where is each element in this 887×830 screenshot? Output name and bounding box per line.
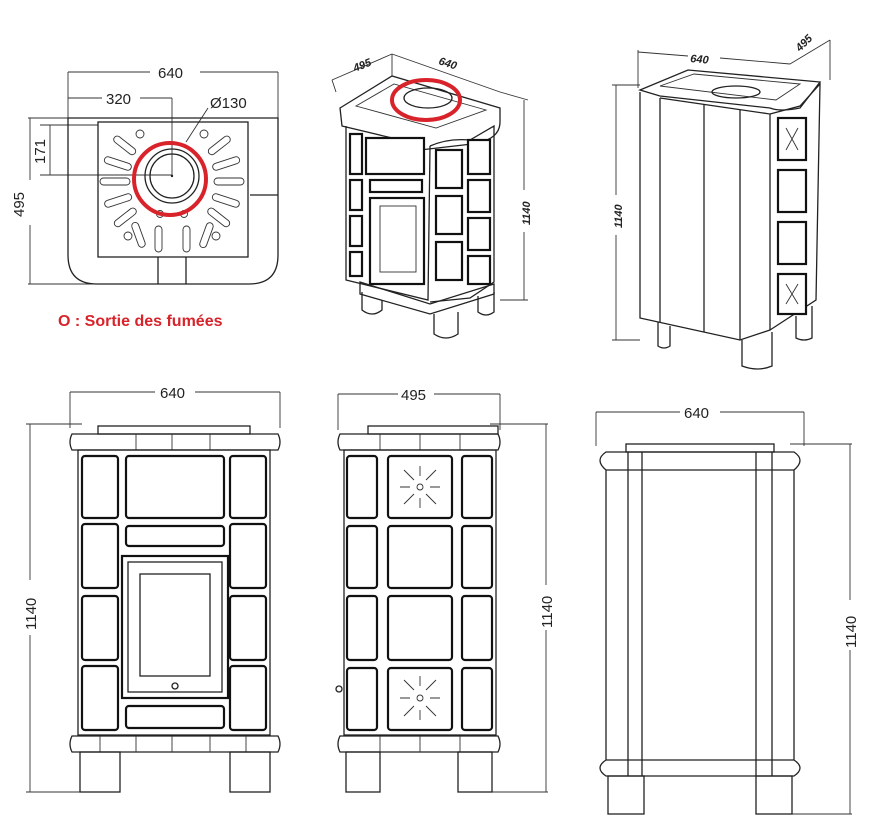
front-width-label: 640 [160,385,185,402]
side-height-label: 1140 [539,596,556,628]
front-view: 640 1140 [23,385,281,793]
front-height-label: 1140 [23,598,40,630]
iso-side-view: 640 495 1140 [612,32,831,370]
flue-highlight-top [132,141,208,217]
side-grille-bottom [400,676,440,720]
top-view: 640 320 Ø130 495 171 [11,65,279,285]
iso-front-depth-label: 495 [351,56,374,75]
rear-height-label: 1140 [843,616,860,648]
side-grille-top [400,466,440,508]
iso-side-depth-label: 495 [793,32,816,55]
top-depth-label: 495 [11,192,28,217]
flue-highlight-iso [390,78,462,122]
iso-side-height-label: 1140 [613,203,625,228]
side-depth-label: 495 [401,387,426,404]
flue-diameter-label: Ø130 [210,95,247,112]
iso-front-height-label: 1140 [521,200,533,225]
top-offset-y-label: 171 [32,139,49,164]
top-width-label: 640 [158,65,183,82]
flue-outlet-legend: O : Sortie des fumées [58,313,223,330]
rear-view: 640 1140 [595,405,860,815]
top-offset-x-label: 320 [106,91,131,108]
iso-front-view: 495 640 1140 [331,53,533,339]
top-grille [99,129,245,253]
side-view: 495 1140 [335,387,556,793]
iso-front-width-label: 640 [437,55,459,72]
rear-width-label: 640 [684,405,709,422]
iso-side-width-label: 640 [690,53,710,67]
